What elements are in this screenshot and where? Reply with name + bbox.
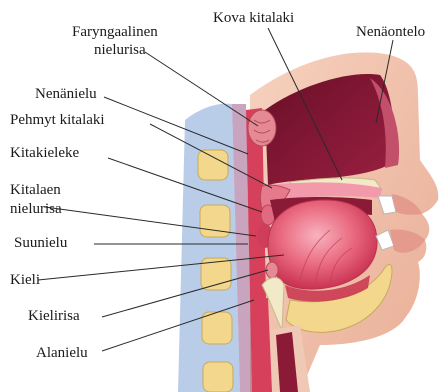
- label-kitalaen-line2: nielurisa: [10, 201, 62, 217]
- label-kielirisa: Kielirisa: [28, 308, 80, 324]
- label-pehmyt-kitalaki: Pehmyt kitalaki: [10, 112, 105, 128]
- vertebra: [202, 312, 232, 344]
- vertebra: [203, 362, 233, 392]
- label-kieli: Kieli: [10, 272, 40, 288]
- label-faryngaalinen-line2: nielurisa: [94, 42, 146, 58]
- label-kitakieleke: Kitakieleke: [10, 145, 79, 161]
- pharyngeal-tonsil: [248, 110, 276, 146]
- label-nenanielu: Nenänielu: [35, 86, 97, 102]
- label-nenaontelo: Nenäontelo: [356, 24, 425, 40]
- label-faryngaalinen-line1: Faryngaalinen: [72, 24, 158, 40]
- label-alanielu: Alanielu: [36, 345, 88, 361]
- label-kova-kitalaki: Kova kitalaki: [213, 10, 294, 26]
- vertebra: [198, 150, 228, 180]
- label-suunielu: Suunielu: [14, 235, 68, 251]
- label-kitalaen-line1: Kitalaen: [10, 182, 61, 198]
